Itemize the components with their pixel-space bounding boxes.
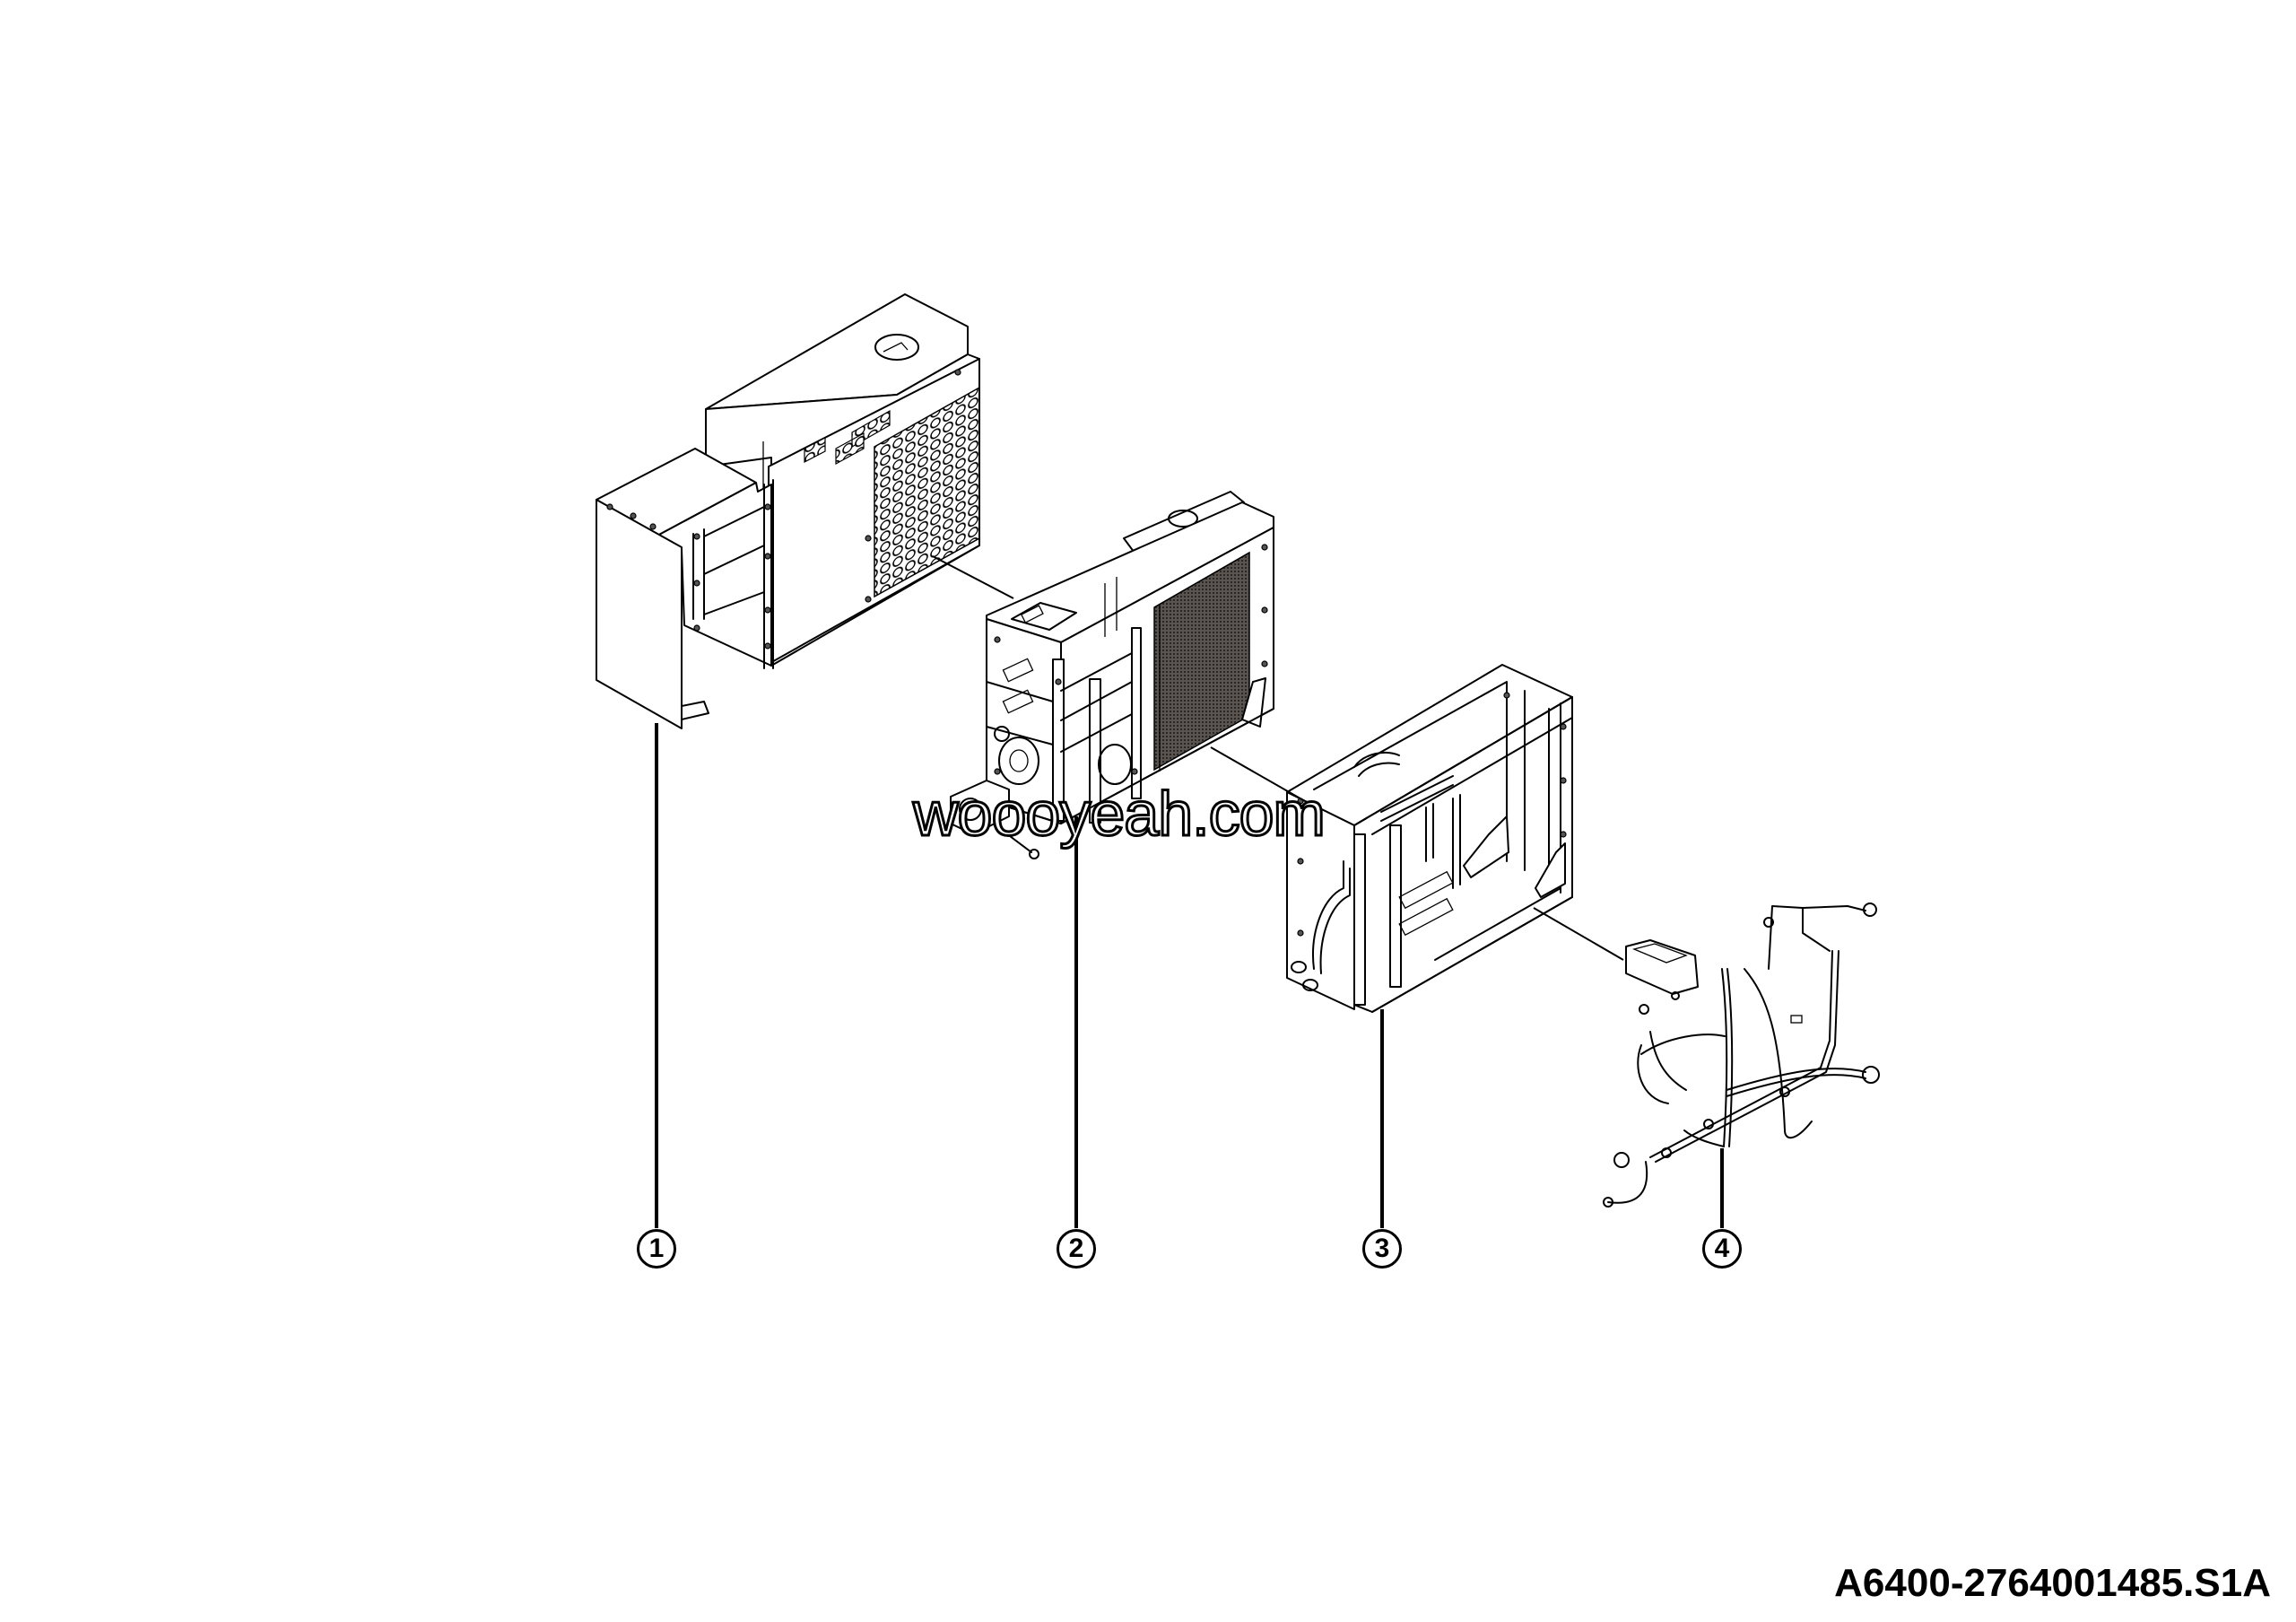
drawing-id-label: A6400-2764001485.S1A bbox=[1834, 1561, 2271, 1605]
callout-1-number: 1 bbox=[648, 1234, 665, 1263]
assembly-1-housing bbox=[596, 293, 980, 729]
assembly-4-wiring-harness bbox=[1603, 903, 1880, 1208]
callout-2-number: 2 bbox=[1068, 1234, 1084, 1263]
callout-3: 3 bbox=[1362, 1229, 1402, 1269]
callout-4: 4 bbox=[1702, 1229, 1742, 1269]
callout-1: 1 bbox=[637, 1229, 676, 1269]
assembly-3-piping-frame bbox=[1286, 664, 1573, 1013]
assembly-2-compressor-module bbox=[950, 491, 1274, 859]
leader-lines bbox=[655, 555, 1724, 1228]
callout-3-number: 3 bbox=[1374, 1234, 1390, 1263]
expansion-valve-part bbox=[950, 780, 1039, 859]
callout-2: 2 bbox=[1057, 1229, 1096, 1269]
callout-4-number: 4 bbox=[1714, 1234, 1730, 1263]
watermark-text: woooyeah.com bbox=[912, 779, 1327, 849]
